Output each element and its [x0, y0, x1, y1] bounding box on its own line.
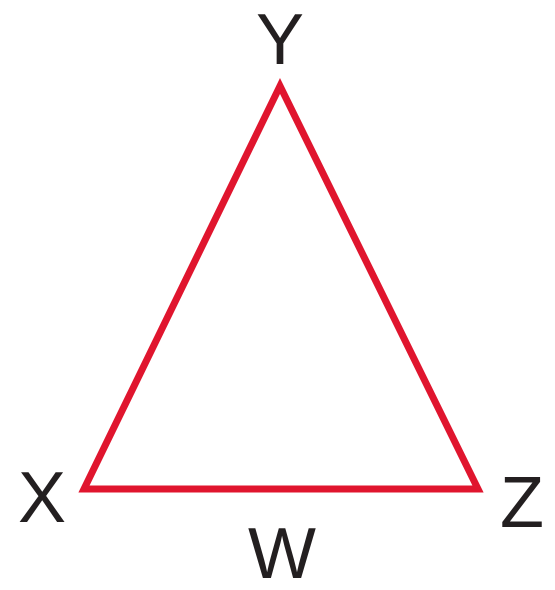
triangle-outline	[78, 78, 484, 493]
side-label-bottom: W	[248, 514, 316, 590]
vertex-label-right: Z	[500, 463, 544, 543]
vertex-label-top: Y	[256, 0, 304, 80]
vertex-label-left: X	[18, 458, 66, 538]
